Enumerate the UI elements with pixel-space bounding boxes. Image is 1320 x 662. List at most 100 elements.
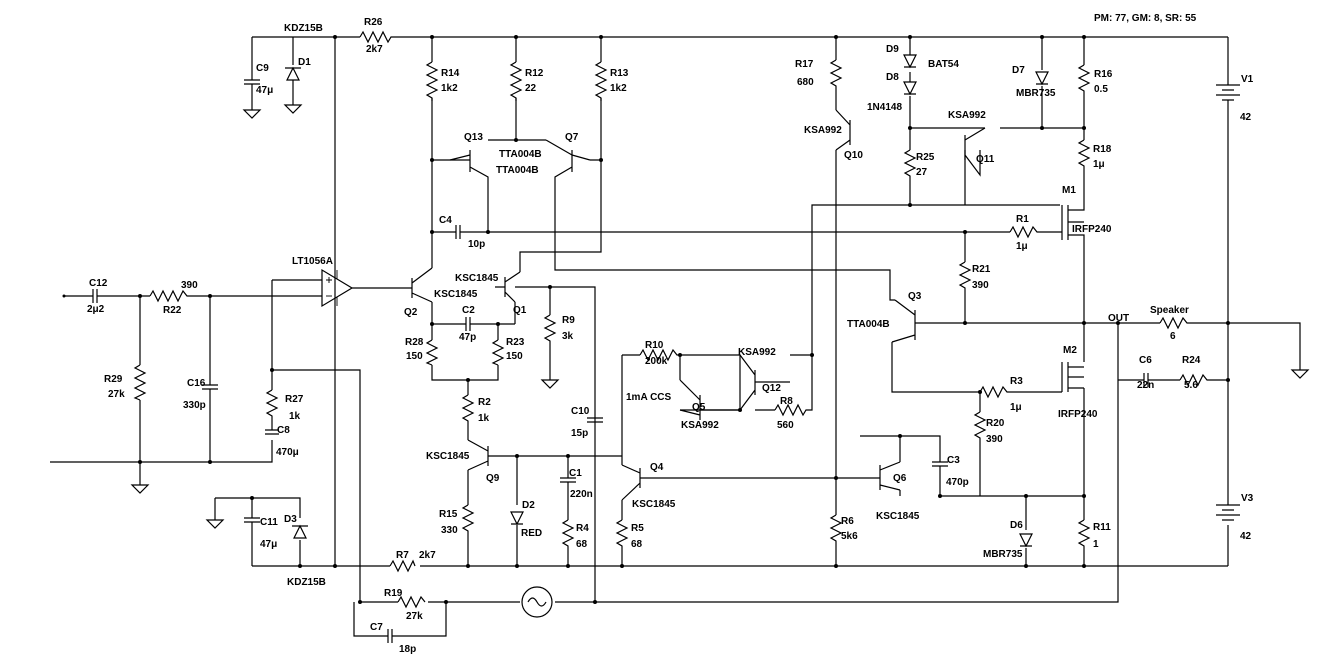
- d7-value: MBR735: [1016, 88, 1056, 99]
- battery-v1: [1216, 84, 1240, 105]
- capacitors: [85, 70, 1152, 643]
- r3-ref: R3: [1010, 376, 1023, 387]
- grounds: [130, 100, 1310, 529]
- c16-value: 330p: [183, 400, 206, 411]
- c6-value: 22n: [1137, 380, 1155, 391]
- resistor-r13: [594, 61, 608, 101]
- resistor-r19: [397, 595, 426, 609]
- d9-ref: D9: [886, 44, 899, 55]
- r28-value: 150: [406, 351, 423, 362]
- sim-info: PM: 77, GM: 8, SR: 55: [1094, 13, 1197, 24]
- resistor-r15: [461, 504, 475, 540]
- r19-ref: R19: [384, 588, 403, 599]
- c1-value: 220n: [570, 489, 593, 500]
- d3-ref: D3: [284, 514, 297, 525]
- resistor-r1: [1009, 225, 1040, 239]
- mosfet-m1: [1061, 200, 1085, 240]
- diode-d8: [903, 81, 917, 96]
- transistor-q11: [964, 127, 986, 177]
- r1-ref: R1: [1016, 214, 1029, 225]
- r28-ref: R28: [405, 337, 424, 348]
- r6-value: 5k6: [841, 531, 858, 542]
- v3-value: 42: [1240, 531, 1252, 542]
- capacitor-c10: [587, 417, 603, 423]
- q12-ref: Q12: [762, 383, 781, 394]
- capacitor-c6: [1140, 373, 1152, 387]
- r1-value: 1μ: [1016, 241, 1028, 252]
- c3-ref: C3: [947, 455, 960, 466]
- r19-value: 27k: [406, 611, 423, 622]
- resistors: [133, 30, 1210, 609]
- r8-value: 560: [777, 420, 794, 431]
- wires: [50, 36, 1301, 637]
- d6-ref: D6: [1010, 520, 1023, 531]
- q4-value: KSC1845: [632, 499, 676, 510]
- r15-ref: R15: [439, 509, 458, 520]
- resistor-r12: [509, 61, 523, 101]
- q2-ref: Q2: [404, 307, 418, 318]
- d6-value: MBR735: [983, 549, 1023, 560]
- transistor-q9: [467, 439, 489, 471]
- kdz15b-bottom-label: KDZ15B: [287, 577, 326, 588]
- resistor-r4: [561, 519, 575, 550]
- resistor-r5: [615, 519, 629, 550]
- r2-value: 1k: [478, 413, 490, 424]
- r20-ref: R20: [986, 418, 1005, 429]
- r25-ref: R25: [916, 152, 935, 163]
- r16-value: 0.5: [1094, 84, 1108, 95]
- c9-value: 47μ: [256, 85, 274, 96]
- c8-ref: C8: [277, 425, 290, 436]
- r27-ref: R27: [285, 394, 304, 405]
- diode-d9: [903, 54, 917, 69]
- resistor-r2: [461, 394, 475, 425]
- c12-ref: C12: [89, 278, 108, 289]
- d8-ref: D8: [886, 72, 899, 83]
- transistor-q2: [411, 267, 433, 303]
- c10-ref: C10: [571, 406, 590, 417]
- resistor-r16: [1077, 64, 1091, 95]
- r25-value: 27: [916, 167, 928, 178]
- m1-value: IRFP240: [1072, 224, 1112, 235]
- v1-ref: V1: [1241, 74, 1254, 85]
- m1-ref: M1: [1062, 185, 1076, 196]
- out-label: OUT: [1108, 313, 1130, 324]
- r18-value: 1μ: [1093, 159, 1105, 170]
- zener-d3: [292, 524, 308, 539]
- q9-value: KSC1845: [426, 451, 470, 462]
- resistor-r20: [973, 411, 987, 442]
- r26-ref: R26: [364, 17, 383, 28]
- r17-ref: R17: [795, 59, 814, 70]
- r10-value: 200k: [645, 356, 668, 367]
- transistor-q6: [860, 461, 901, 491]
- r3-value: 1μ: [1010, 402, 1022, 413]
- resistor-r24: [1179, 373, 1210, 387]
- resistor-r28: [425, 339, 439, 366]
- q5-value: KSA992: [681, 420, 719, 431]
- c2-value: 47p: [459, 332, 477, 343]
- r17-value: 680: [797, 77, 814, 88]
- op-amp-lt1056a: [321, 268, 354, 308]
- q11-value: KSA992: [948, 110, 986, 121]
- transistor-q4: [621, 464, 641, 501]
- q6-ref: Q6: [893, 473, 907, 484]
- c9-ref: C9: [256, 63, 269, 74]
- r5-ref: R5: [631, 523, 644, 534]
- r7-value: 2k7: [419, 550, 436, 561]
- q2-value: KSC1845: [434, 289, 478, 300]
- resistor-r21: [958, 261, 972, 292]
- r11-ref: R11: [1093, 522, 1111, 533]
- v3-ref: V3: [1241, 493, 1254, 504]
- resistor-r27: [265, 389, 279, 420]
- r21-ref: R21: [972, 264, 991, 275]
- q3-ref: Q3: [908, 291, 922, 302]
- r27-value: 1k: [289, 411, 301, 422]
- m2-ref: M2: [1063, 345, 1077, 356]
- q12-value: KSA992: [738, 347, 776, 358]
- c4-value: 10p: [468, 239, 486, 250]
- diode-d7: [1035, 71, 1049, 86]
- m2-value: IRFP240: [1058, 409, 1098, 420]
- d8-value: 1N4148: [867, 102, 903, 113]
- q7-value: TTA004B: [496, 165, 539, 176]
- r21-value: 390: [972, 280, 989, 291]
- resistor-r10: [639, 348, 680, 362]
